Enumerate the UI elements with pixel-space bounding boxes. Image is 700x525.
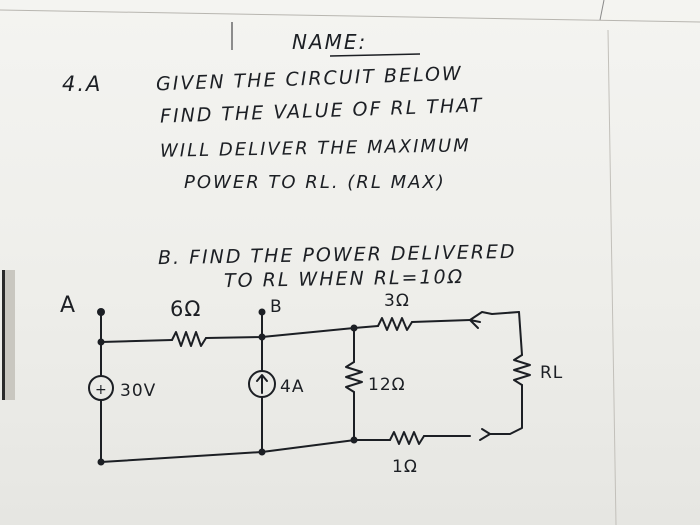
voltage-source-label: 30V (120, 381, 156, 401)
problem-number: 4.A (62, 72, 103, 96)
r1-label: 6Ω (170, 297, 201, 321)
current-source-label: 4A (280, 377, 304, 397)
terminal-bottom (479, 428, 491, 441)
resistor-6-ohm (171, 331, 207, 347)
r4-label: 1Ω (392, 457, 418, 477)
node-b-label: B (270, 297, 283, 317)
resistor-1-ohm (389, 431, 425, 445)
wire-bottom (100, 439, 391, 463)
r3-label: 12Ω (368, 375, 406, 395)
r2-label: 3Ω (384, 291, 410, 311)
node-b-dot (258, 308, 266, 316)
terminal-top (469, 311, 520, 321)
resistor-3-ohm (377, 317, 413, 331)
resistor-rl (513, 354, 531, 386)
voltage-source-plus: + (95, 382, 108, 398)
part-a-line-4: POWER TO RL. (RL MAX) (184, 172, 446, 193)
wire-top-left (100, 311, 173, 343)
name-label: NAME: (292, 30, 368, 54)
wire-top-mid (205, 325, 379, 339)
notebook-brand-strip (2, 270, 15, 400)
rl-label: RL (540, 363, 563, 383)
node-a-dot (97, 308, 105, 316)
node-a-label: A (60, 293, 76, 318)
resistor-12-ohm (345, 361, 363, 393)
